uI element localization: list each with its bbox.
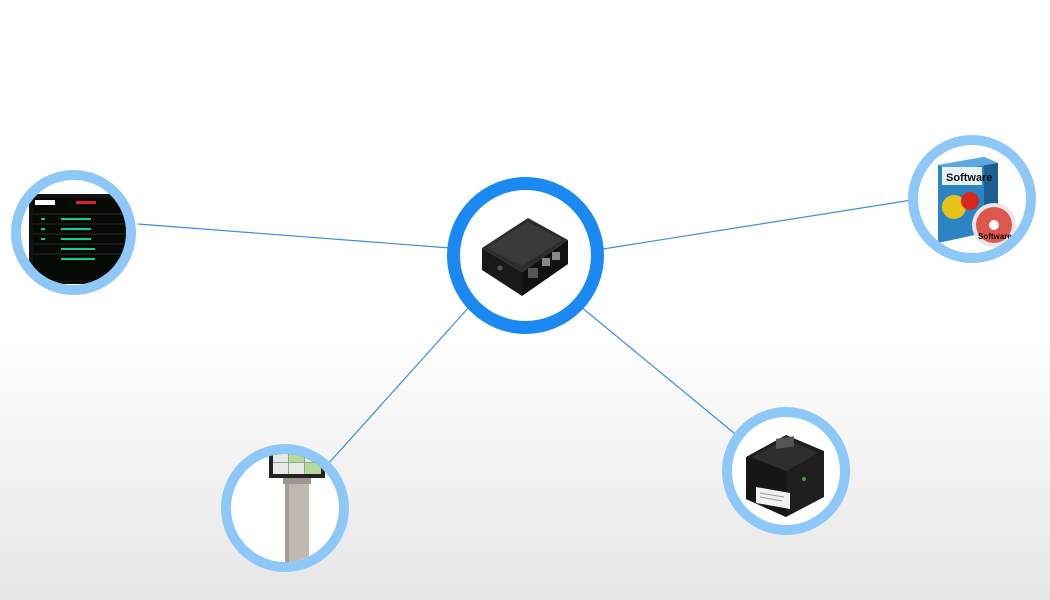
connector-hub-software: [602, 199, 913, 250]
label-printer-icon: [746, 435, 824, 517]
connector-hub-kiosk: [327, 305, 471, 465]
connector-hub-printer: [579, 305, 741, 439]
mini-computer-icon: [482, 218, 568, 296]
software-box-icon: Software Software: [938, 157, 1016, 247]
software-disc-label: Software: [978, 232, 1012, 241]
kiosk-node[interactable]: [221, 444, 349, 572]
ticket-kiosk-icon: [269, 454, 325, 562]
connector-hub-display: [137, 223, 451, 249]
hub-node[interactable]: [447, 177, 604, 334]
software-box-label: Software: [946, 172, 992, 184]
software-node[interactable]: Software Software: [908, 135, 1036, 263]
queue-display-monitor-icon: [29, 194, 126, 284]
printer-node[interactable]: [722, 407, 850, 535]
display-node[interactable]: [11, 170, 136, 295]
